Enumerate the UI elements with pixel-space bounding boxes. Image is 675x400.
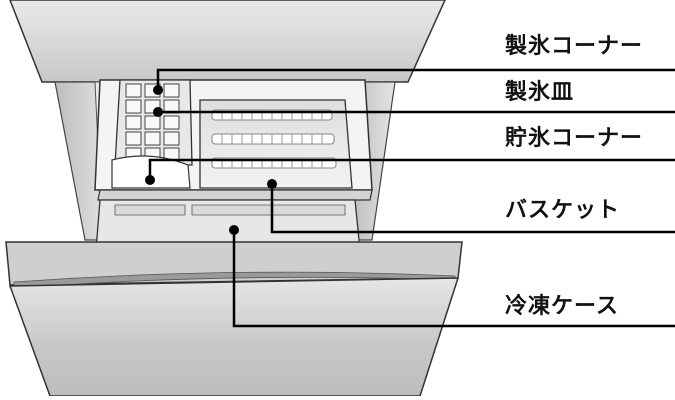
leader-freezer-case bbox=[232, 230, 675, 328]
ice-tray-cells bbox=[125, 83, 180, 161]
label-ice-tray: 製氷皿 bbox=[505, 80, 575, 105]
leader-basket bbox=[270, 184, 675, 234]
leader-ice-storage-corner bbox=[148, 158, 675, 180]
label-ice-maker-corner: 製氷コーナー bbox=[505, 34, 644, 59]
leader-lines bbox=[148, 68, 675, 328]
label-freezer-case: 冷凍ケース bbox=[505, 294, 619, 319]
label-ice-storage-corner: 貯氷コーナー bbox=[505, 126, 644, 151]
label-basket: バスケット bbox=[505, 198, 621, 223]
leader-dots bbox=[145, 85, 277, 235]
upper-door bbox=[9, 0, 446, 83]
leader-ice-maker-corner bbox=[156, 68, 675, 90]
